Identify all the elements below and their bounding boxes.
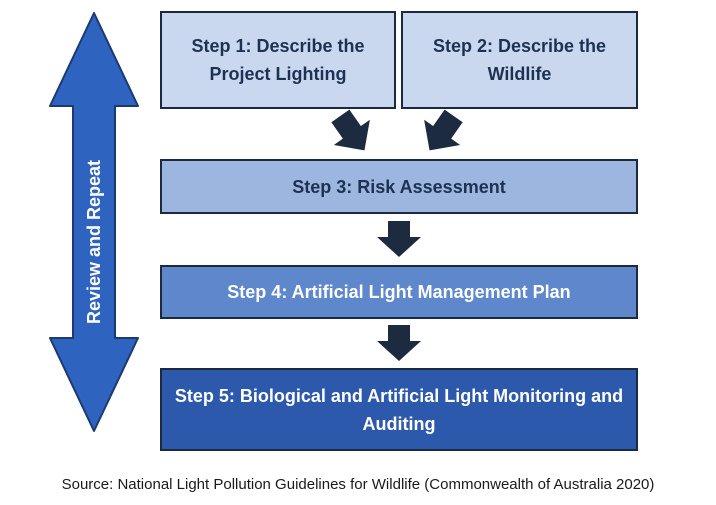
step-2-box: Step 2: Describe the Wildlife [401, 11, 638, 109]
step-3-label: Step 3: Risk Assessment [292, 176, 506, 197]
step-1-label: Step 1: Describe the Project Lighting [191, 36, 365, 84]
flow-arrow-3 [377, 221, 421, 257]
step-5-box: Step 5: Biological and Artificial Light … [160, 368, 638, 451]
step-4-box: Step 4: Artificial Light Management Plan [160, 265, 638, 319]
step-5-label: Step 5: Biological and Artificial Light … [174, 385, 624, 434]
step-3-box: Step 3: Risk Assessment [160, 159, 638, 214]
cycle-label: Review and Repeat [84, 159, 104, 325]
step-4-label: Step 4: Artificial Light Management Plan [227, 282, 571, 302]
step-2-label: Step 2: Describe the Wildlife [432, 36, 607, 84]
source-caption: Source: National Light Pollution Guideli… [61, 476, 655, 493]
double-arrow-icon [49, 12, 139, 432]
flow-arrow-4 [377, 325, 421, 361]
step-1-box: Step 1: Describe the Project Lighting [160, 11, 396, 109]
flow-arrow-1 [331, 109, 370, 151]
flow-arrow-2 [424, 109, 463, 151]
